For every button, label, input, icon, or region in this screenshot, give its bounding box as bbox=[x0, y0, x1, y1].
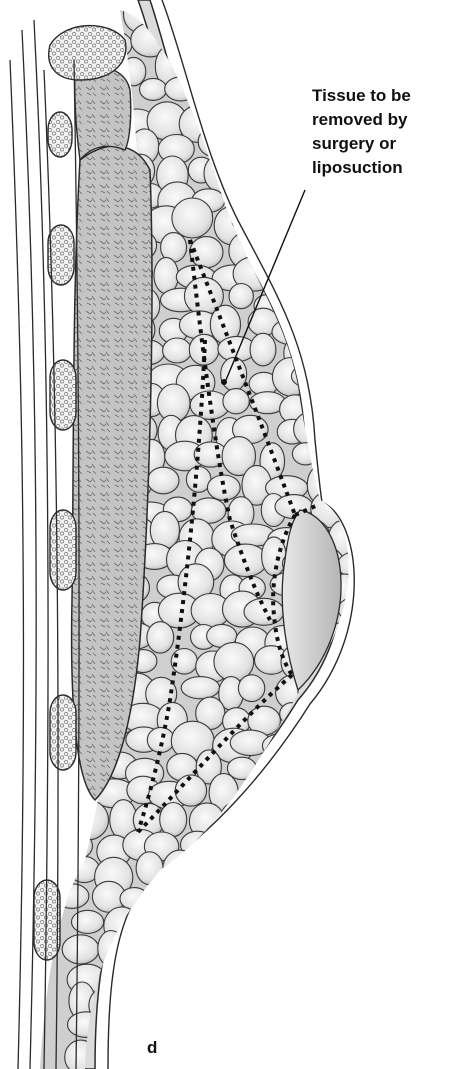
callout-label: Tissue to be removed by surgery or lipos… bbox=[312, 84, 444, 180]
callout-line: surgery or bbox=[312, 132, 444, 156]
fat-lobule-icon bbox=[175, 775, 206, 806]
fat-lobule-icon bbox=[190, 237, 223, 268]
fat-lobule-icon bbox=[140, 78, 167, 100]
fat-lobule-icon bbox=[148, 467, 179, 494]
fat-lobule-icon bbox=[163, 338, 192, 363]
fat-lobule-icon bbox=[238, 675, 264, 702]
fat-lobule-icon bbox=[229, 284, 253, 309]
fat-lobule-icon bbox=[147, 727, 174, 752]
fat-lobule-icon bbox=[172, 198, 213, 238]
fat-lobule-icon bbox=[223, 389, 249, 414]
callout-line: removed by bbox=[312, 108, 444, 132]
fat-lobule-icon bbox=[147, 622, 174, 653]
fat-lobule-icon bbox=[62, 935, 99, 964]
bone-segment-icon bbox=[48, 112, 72, 157]
fat-lobule-icon bbox=[72, 910, 104, 933]
bone-segment-icon bbox=[50, 695, 76, 770]
fat-lobule-icon bbox=[250, 333, 276, 366]
fat-lobule-icon bbox=[171, 649, 197, 675]
fat-lobule-icon bbox=[160, 803, 187, 837]
fat-lobule-icon bbox=[207, 475, 240, 500]
callout-line: Tissue to be bbox=[312, 84, 444, 108]
bone-segment-icon bbox=[50, 510, 76, 590]
panel-letter: d bbox=[147, 1038, 157, 1058]
fat-lobule-icon bbox=[181, 677, 219, 699]
callout-line: liposuction bbox=[312, 156, 444, 180]
